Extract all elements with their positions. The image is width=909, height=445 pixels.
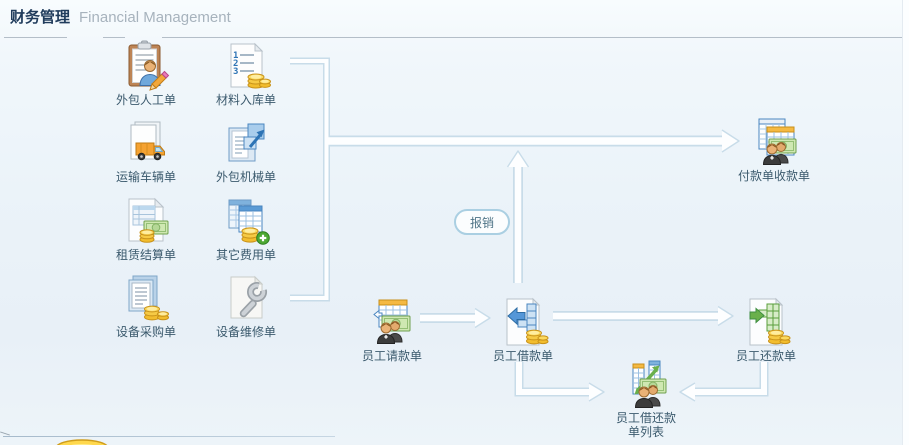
arrowhead-to-repay bbox=[717, 305, 734, 327]
reimbursement-badge[interactable]: 报销 bbox=[454, 209, 510, 235]
page-title: 财务管理 bbox=[10, 9, 71, 26]
node-label: 设备维修单 bbox=[215, 325, 276, 339]
clipboard-person-icon bbox=[128, 40, 170, 91]
node-employee-payment-request[interactable]: 员工请款单 bbox=[340, 296, 444, 363]
doc-table-borrow-coins-icon bbox=[506, 297, 549, 346]
header-divider bbox=[103, 37, 125, 38]
node-label: 员工请款单 bbox=[361, 349, 422, 363]
right-edge-strip bbox=[902, 0, 909, 445]
arrowhead-to-loan bbox=[474, 307, 491, 329]
partial-coin-icon bbox=[56, 439, 108, 445]
node-outsourced-labor-order[interactable]: 外包人工单 bbox=[94, 40, 198, 107]
node-label: 运输车辆单 bbox=[115, 170, 176, 184]
page-header: 财务管理 Financial Management bbox=[10, 6, 231, 27]
node-label: 付款单收款单 bbox=[737, 169, 810, 183]
sheets-exchange-banknote-people-icon bbox=[632, 360, 667, 408]
doc-list-coins-icon: 1 2 3 bbox=[230, 42, 271, 89]
sheets-banknote-people-icon bbox=[758, 118, 797, 165]
arrowhead-to-list-left bbox=[588, 382, 605, 402]
node-label: 外包人工单 bbox=[115, 93, 176, 107]
docs-truck-icon bbox=[130, 121, 165, 161]
sheet-banknote-people-icon bbox=[373, 299, 411, 344]
doc-wrench-icon bbox=[230, 275, 267, 319]
node-label: 其它费用单 bbox=[215, 248, 276, 262]
arrowhead-to-payment bbox=[721, 129, 740, 153]
node-outsourced-machinery-order[interactable]: 外包机械单 bbox=[194, 117, 298, 184]
node-label: 员工还款单 bbox=[735, 349, 796, 363]
node-employee-repayment-order[interactable]: 员工还款单 bbox=[714, 296, 818, 363]
doc-machine-arrow-icon bbox=[228, 123, 265, 162]
docs-coins-icon bbox=[128, 275, 169, 321]
next-section-divider bbox=[3, 436, 335, 437]
node-transport-vehicle-order[interactable]: 运输车辆单 bbox=[94, 117, 198, 184]
node-employee-loan-order[interactable]: 员工借款单 bbox=[471, 296, 575, 363]
svg-text:2: 2 bbox=[233, 59, 238, 69]
header-divider bbox=[4, 37, 67, 38]
node-label: 设备采购单 bbox=[115, 325, 176, 339]
doc-banknote-coins-icon bbox=[128, 197, 169, 243]
node-payment-receipt-order[interactable]: 付款单收款单 bbox=[722, 116, 826, 183]
arrowhead-to-list-right bbox=[679, 382, 696, 402]
node-other-expense-order[interactable]: 其它费用单 bbox=[194, 195, 298, 262]
node-label: 租赁结算单 bbox=[115, 248, 176, 262]
node-label: 员工借还款单列表 bbox=[615, 411, 676, 439]
node-employee-loan-repayment-list[interactable]: 员工借还款单列表 bbox=[594, 358, 698, 439]
doc-table-repay-coins-icon bbox=[749, 297, 791, 346]
svg-text:3: 3 bbox=[233, 67, 238, 77]
tables-coins-plus-icon bbox=[228, 199, 270, 245]
node-label: 员工借款单 bbox=[492, 349, 553, 363]
node-material-inbound-order[interactable]: 1 2 3 材料入库单 bbox=[194, 40, 298, 107]
svg-text:1: 1 bbox=[233, 51, 238, 61]
arrowhead-up bbox=[506, 150, 530, 168]
node-label: 外包机械单 bbox=[215, 170, 276, 184]
node-lease-settlement-order[interactable]: 租赁结算单 bbox=[94, 195, 198, 262]
header-divider bbox=[162, 37, 903, 38]
page-subtitle: Financial Management bbox=[79, 9, 231, 26]
node-label: 材料入库单 bbox=[215, 93, 276, 107]
node-equipment-purchase-order[interactable]: 设备采购单 bbox=[94, 272, 198, 339]
node-equipment-repair-order[interactable]: 设备维修单 bbox=[194, 272, 298, 339]
